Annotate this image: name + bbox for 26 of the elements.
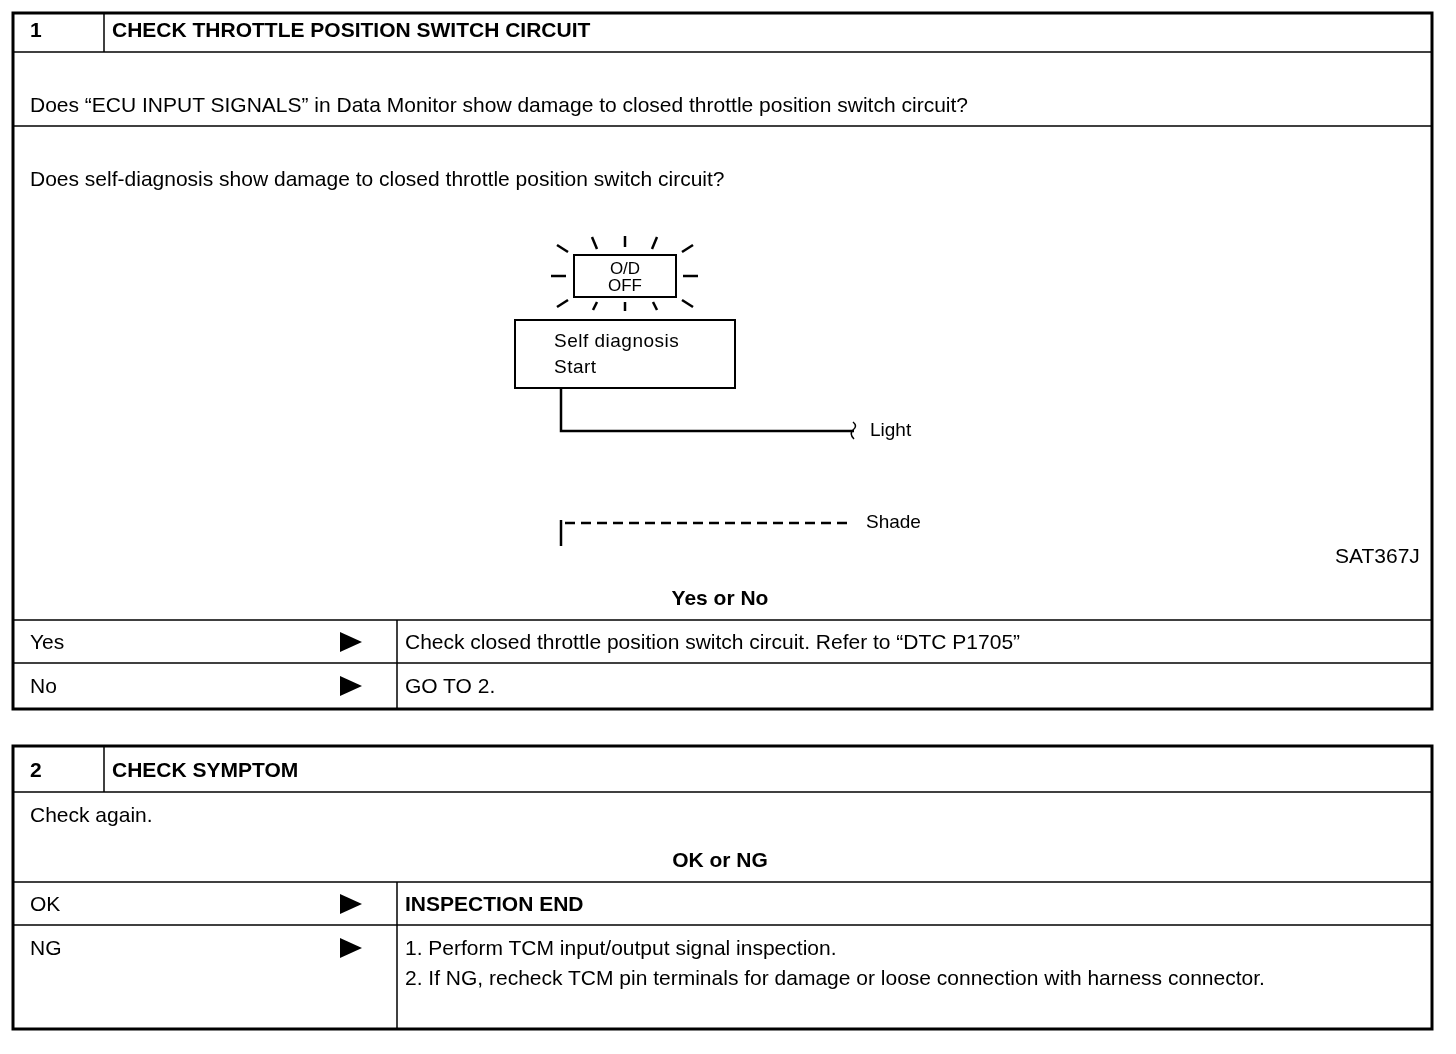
answer-text: NG: [30, 935, 62, 961]
decision-prompt: Yes or No: [670, 585, 770, 611]
signal-line: [559, 389, 854, 433]
list-item: 2. If NG, recheck TCM pin terminals for damage or loose connection with harness connector.: [405, 965, 1266, 991]
answer-text: Yes: [30, 629, 65, 655]
list-item: 1. Perform TCM input/output signal inspection.: [405, 935, 838, 961]
action-text: INSPECTION END: [405, 891, 584, 917]
signal-label: Shade: [866, 508, 946, 536]
process-box: [514, 319, 736, 389]
step-title: CHECK THROTTLE POSITION SWITCH CIRCUIT: [112, 17, 591, 43]
answer-text: No: [30, 673, 57, 699]
question-text: Does self-diagnosis show damage to closed throttle position switch circuit?: [30, 166, 725, 192]
signal-label: Light: [870, 416, 940, 444]
step-number: 2: [30, 757, 42, 783]
question-text: Does “ECU INPUT SIGNALS” in Data Monitor show damage to closed throttle position switch circuit?: [30, 92, 968, 118]
lamp-indicator: [573, 254, 677, 298]
action-text: Check closed throttle position switch circuit. Refer to “DTC P1705”: [405, 629, 1021, 655]
step-title: CHECK SYMPTOM: [112, 757, 299, 783]
lamp-text: O/D OFF: [607, 260, 643, 294]
figure-code: SAT367J: [1335, 543, 1420, 569]
action-text: GO TO 2.: [405, 673, 496, 699]
step-number: 1: [30, 17, 42, 43]
decision-prompt: OK or NG: [671, 847, 769, 873]
box-text: Self diagnosis Start: [554, 329, 681, 379]
instruction-text: Check again.: [30, 802, 153, 828]
answer-text: OK: [30, 891, 61, 917]
